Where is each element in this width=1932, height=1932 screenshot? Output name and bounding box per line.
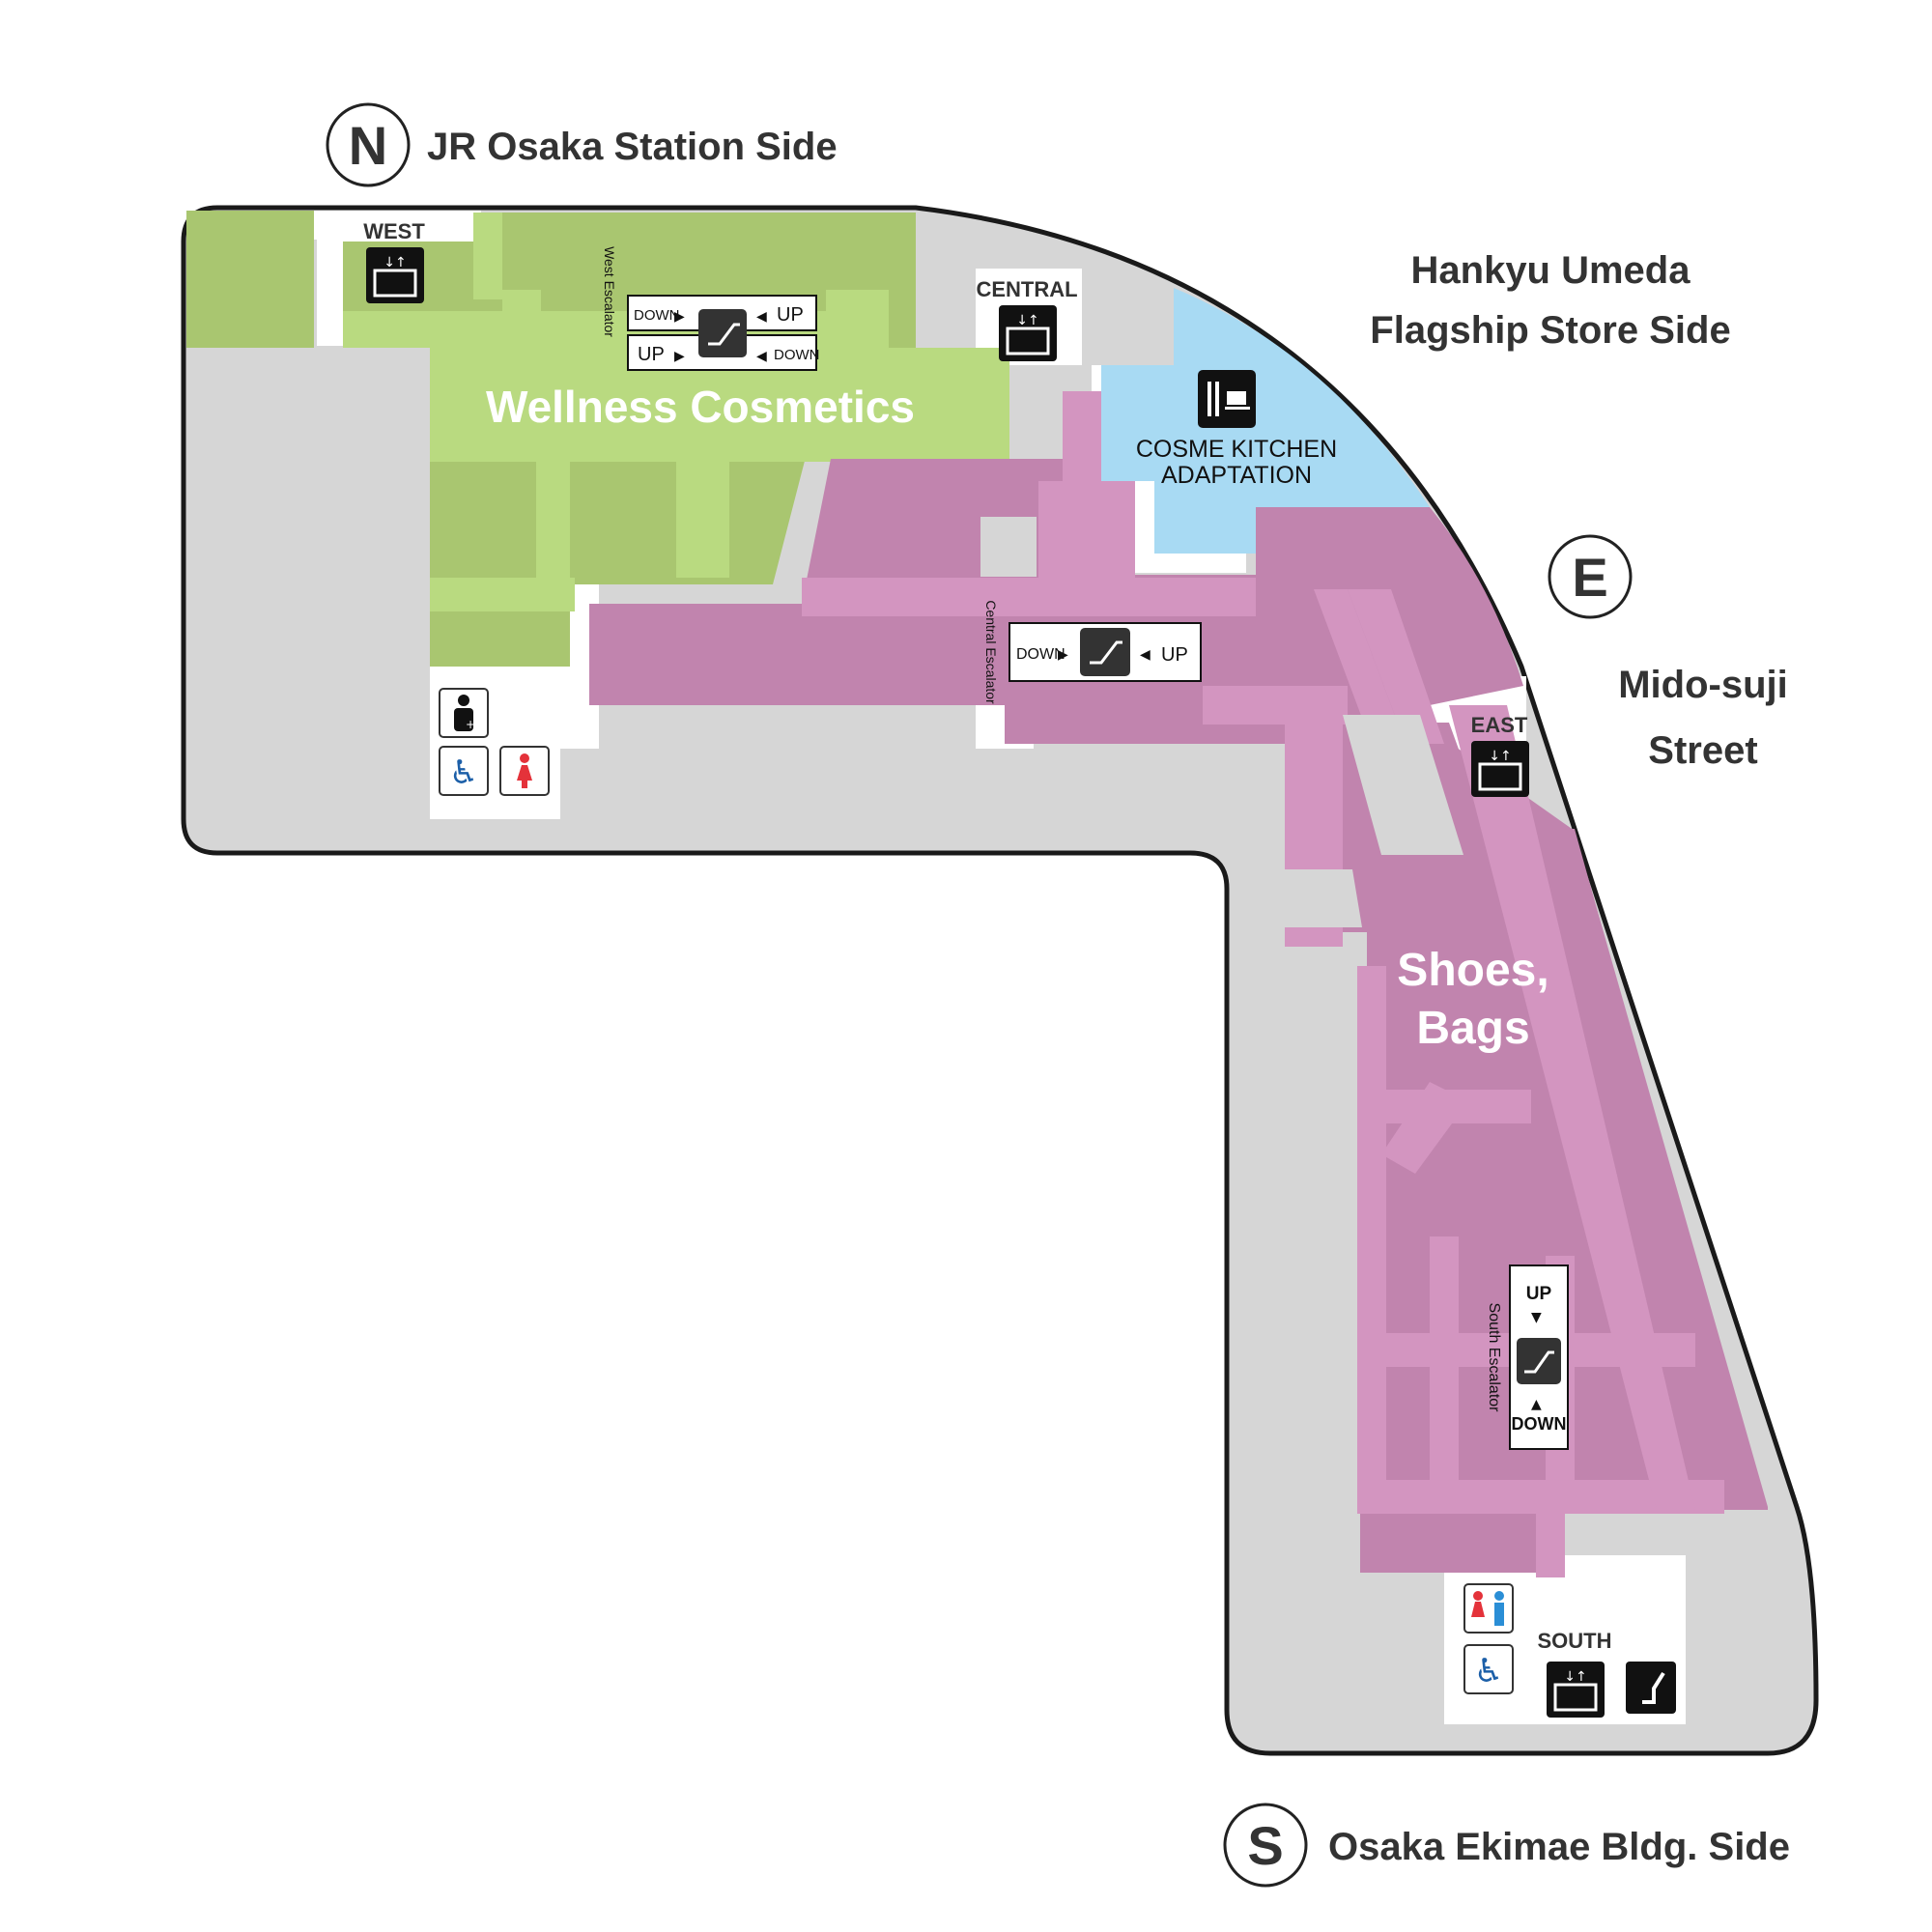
svg-text:▶: ▶ (1058, 647, 1068, 663)
kitchen-label-line2: ADAPTATION (1161, 462, 1312, 489)
svg-text:↓↑: ↓↑ (1489, 749, 1511, 764)
escalator-central-right: UP (1161, 644, 1188, 666)
escalator-west[interactable]: West Escalator DOWN UP UP DOWN ▶ ▶ ◀ ◀ (602, 246, 820, 371)
elevator-central-label: CENTRAL (976, 277, 1077, 301)
northeast-label: Hankyu Umeda Flagship Store Side (1370, 249, 1730, 352)
escalator-icon (1080, 628, 1130, 676)
nursing-room-icon[interactable]: + (439, 688, 489, 738)
svg-text:+: + (466, 718, 475, 731)
shoes-label-line1: Shoes, (1397, 945, 1548, 996)
northeast-label-line1: Hankyu Umeda (1411, 249, 1691, 292)
svg-text:▶: ▶ (674, 349, 685, 364)
svg-text:▶: ▶ (674, 309, 685, 325)
escalator-central-left: DOWN (1016, 646, 1065, 663)
elevator-east-label: EAST (1471, 713, 1528, 737)
north-label: JR Osaka Station Side (427, 126, 838, 168)
elevator-icon: ↓↑ (999, 305, 1057, 361)
escalator-south[interactable]: South Escalator UP ▼ ▲ DOWN (1486, 1264, 1569, 1450)
wheelchair-icon[interactable]: ♿ (1463, 1644, 1514, 1694)
east-label-line2: Street (1648, 729, 1757, 772)
south-label: Osaka Ekimae Bldg. Side (1328, 1826, 1790, 1868)
shoes-zone (589, 391, 1768, 1577)
escalator-icon (698, 309, 747, 357)
svg-text:▼: ▼ (1531, 1310, 1542, 1325)
escalator-west-bottom-right: DOWN (774, 347, 820, 363)
elevator-south-label: SOUTH (1538, 1629, 1612, 1653)
restroom-icon[interactable] (1463, 1583, 1514, 1634)
elevator-south[interactable]: SOUTH ↓↑ (1538, 1629, 1612, 1718)
svg-text:◀: ◀ (756, 309, 767, 325)
escalator-west-bottom-left: UP (638, 344, 665, 365)
kitchen-zone (1101, 288, 1430, 554)
east-label-line1: Mido-suji (1618, 664, 1788, 706)
svg-text:◀: ◀ (1140, 647, 1151, 663)
escalator-south-name: South Escalator (1486, 1303, 1502, 1413)
north-marker: N JR Osaka Station Side (326, 102, 838, 187)
svg-text:↓↑: ↓↑ (1016, 313, 1038, 328)
svg-text:▲: ▲ (1531, 1397, 1542, 1412)
escalator-south-top: UP (1526, 1284, 1552, 1304)
svg-text:◀: ◀ (756, 349, 767, 364)
elevator-icon: ↓↑ (1547, 1662, 1605, 1718)
wheelchair-icon[interactable]: ♿ (439, 746, 489, 796)
svg-text:♿: ♿ (449, 753, 478, 792)
elevator-east[interactable]: EAST ↓↑ (1471, 713, 1529, 797)
northeast-label-line2: Flagship Store Side (1370, 309, 1730, 352)
escalator-icon (1517, 1338, 1561, 1384)
wellness-label: Wellness Cosmetics (486, 382, 915, 432)
wellness-area (186, 211, 314, 348)
escalator-south-bottom: DOWN (1512, 1414, 1567, 1434)
elevator-central[interactable]: CENTRAL ↓↑ (976, 277, 1078, 361)
svg-text:♿: ♿ (1474, 1652, 1503, 1690)
seating-icon[interactable] (1626, 1662, 1676, 1714)
escalator-west-name: West Escalator (602, 246, 617, 337)
east-marker: E Mido-suji Street (1548, 534, 1788, 772)
svg-text:↓↑: ↓↑ (1564, 1669, 1586, 1685)
south-letter: S (1247, 1815, 1283, 1876)
restaurant-icon[interactable] (1198, 370, 1256, 428)
svg-text:↓↑: ↓↑ (384, 255, 406, 270)
elevator-icon: ↓↑ (1471, 741, 1529, 797)
shoes-label-line2: Bags (1416, 1003, 1529, 1054)
escalator-central-name: Central Escalator (983, 600, 999, 704)
east-letter: E (1572, 547, 1607, 608)
north-letter: N (349, 115, 387, 176)
elevator-west[interactable]: WEST ↓↑ (363, 219, 425, 303)
escalator-west-top-left: DOWN (634, 307, 680, 324)
escalator-west-top-right: UP (777, 304, 804, 326)
elevator-icon: ↓↑ (366, 247, 424, 303)
womens-restroom-icon[interactable] (499, 746, 550, 796)
south-marker: S Osaka Ekimae Bldg. Side (1223, 1803, 1790, 1888)
escalator-central[interactable]: Central Escalator DOWN UP ▶ ◀ (983, 600, 1202, 704)
kitchen-label-line1: COSME KITCHEN (1136, 436, 1337, 463)
elevator-west-label: WEST (363, 219, 425, 243)
